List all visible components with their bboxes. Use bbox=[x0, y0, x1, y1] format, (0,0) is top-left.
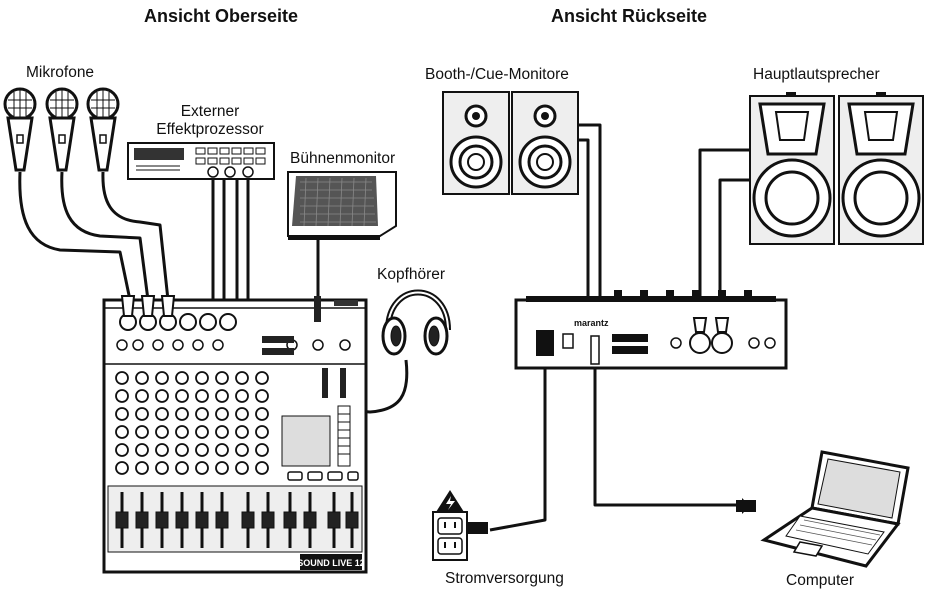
mixer-knob bbox=[235, 371, 249, 385]
mixer-knob bbox=[195, 461, 209, 475]
mixer-knob bbox=[175, 461, 189, 475]
mixer-knob bbox=[255, 389, 269, 403]
main-speaker-right bbox=[838, 92, 924, 245]
mixer-knob bbox=[155, 407, 169, 421]
high-voltage-icon bbox=[436, 490, 464, 512]
fader-cap bbox=[261, 511, 275, 529]
mixer-knob bbox=[115, 371, 129, 385]
mixer-knob bbox=[235, 425, 249, 439]
stage-monitor-label: Bühnenmonitor bbox=[290, 150, 396, 167]
mixer-knob bbox=[235, 443, 249, 457]
mixer-knob bbox=[255, 371, 269, 385]
mixer-knob bbox=[235, 461, 249, 475]
computer-label: Computer bbox=[786, 572, 855, 589]
rear-view-heading: Ansicht Rückseite bbox=[551, 6, 708, 26]
mixer-knob bbox=[155, 443, 169, 457]
mixer-knob bbox=[215, 389, 229, 403]
usb-cable bbox=[593, 365, 740, 507]
power-label: Stromversorgung bbox=[445, 570, 564, 587]
mixer-knob bbox=[195, 443, 209, 457]
mixer-knob bbox=[235, 407, 249, 421]
mixer-knob bbox=[195, 371, 209, 385]
mixer-knob bbox=[175, 389, 189, 403]
mixer-knob bbox=[195, 407, 209, 421]
mixer-knob bbox=[155, 461, 169, 475]
fader-cap bbox=[345, 511, 359, 529]
fader-cap bbox=[241, 511, 255, 529]
mixer-knob bbox=[115, 389, 129, 403]
mixer-knob bbox=[215, 407, 229, 421]
power-outlet bbox=[432, 511, 488, 561]
rear-brand-label: marantz bbox=[574, 318, 609, 328]
mixer-model-label: SOUND LIVE 12 bbox=[297, 558, 365, 568]
effects-processor bbox=[127, 142, 275, 180]
mixer-knob bbox=[175, 425, 189, 439]
mixer-knob bbox=[255, 461, 269, 475]
mixer-knob bbox=[215, 371, 229, 385]
mixer-rear-view: marantz bbox=[514, 290, 788, 370]
fx-processor-label-line2: Effektprozessor bbox=[156, 121, 264, 138]
mixer-knob bbox=[115, 443, 129, 457]
main-speakers-label: Hauptlautsprecher bbox=[753, 66, 880, 83]
main-speaker-left bbox=[749, 92, 835, 245]
main-speaker-cable-2 bbox=[718, 178, 750, 318]
fader-cap bbox=[135, 511, 149, 529]
mixer-knob bbox=[215, 461, 229, 475]
mic1-cable bbox=[18, 171, 132, 301]
mixer-knob bbox=[215, 443, 229, 457]
mixer-knob bbox=[175, 371, 189, 385]
laptop bbox=[736, 450, 910, 568]
mixer-knob bbox=[195, 389, 209, 403]
stage-monitor bbox=[287, 171, 397, 240]
fader-cap bbox=[115, 511, 129, 529]
mixer-knob bbox=[135, 425, 149, 439]
microphone-1 bbox=[3, 87, 37, 172]
fx-processor-label-line1: Externer bbox=[180, 103, 240, 120]
microphone-2 bbox=[45, 87, 79, 172]
headphones-cable bbox=[343, 359, 409, 414]
fader-cap bbox=[175, 511, 189, 529]
mixer-knob bbox=[155, 389, 169, 403]
headphones-label: Kopfhörer bbox=[377, 266, 446, 283]
mixer-knob bbox=[255, 407, 269, 421]
mixer-knob bbox=[115, 407, 129, 421]
top-view-heading: Ansicht Oberseite bbox=[144, 6, 299, 26]
microphone-3 bbox=[86, 87, 120, 172]
main-speaker-cable-1 bbox=[698, 148, 750, 318]
headphones bbox=[381, 289, 451, 356]
fader-cap bbox=[155, 511, 169, 529]
microphones-label: Mikrofone bbox=[26, 64, 95, 81]
mixer-knob bbox=[255, 443, 269, 457]
power-cable bbox=[489, 365, 547, 532]
fader-cap bbox=[195, 511, 209, 529]
mixer-knob bbox=[135, 443, 149, 457]
fader-cap bbox=[327, 511, 341, 529]
mixer-knob bbox=[255, 425, 269, 439]
mic3-cable bbox=[101, 171, 170, 301]
mixer-knob bbox=[135, 389, 149, 403]
fader-cap bbox=[283, 511, 297, 529]
mixer-knob bbox=[135, 461, 149, 475]
mixer-top-view: SOUND LIVE 12 bbox=[102, 295, 368, 574]
mixer-knob bbox=[175, 407, 189, 421]
mixer-knob bbox=[155, 425, 169, 439]
mixer-knob bbox=[175, 443, 189, 457]
mixer-knob bbox=[135, 371, 149, 385]
booth-monitor-right bbox=[511, 91, 579, 195]
mixer-knob bbox=[155, 371, 169, 385]
mic2-cable bbox=[60, 171, 150, 301]
fader-cap bbox=[215, 511, 229, 529]
mixer-knob bbox=[235, 389, 249, 403]
mixer-knob bbox=[215, 425, 229, 439]
mixer-knob bbox=[115, 461, 129, 475]
booth-monitor-left bbox=[442, 91, 510, 195]
mixer-knob bbox=[135, 407, 149, 421]
mixer-knob bbox=[115, 425, 129, 439]
fader-cap bbox=[303, 511, 317, 529]
mixer-knob bbox=[195, 425, 209, 439]
booth-monitors-label: Booth-/Cue-Monitore bbox=[425, 66, 569, 83]
